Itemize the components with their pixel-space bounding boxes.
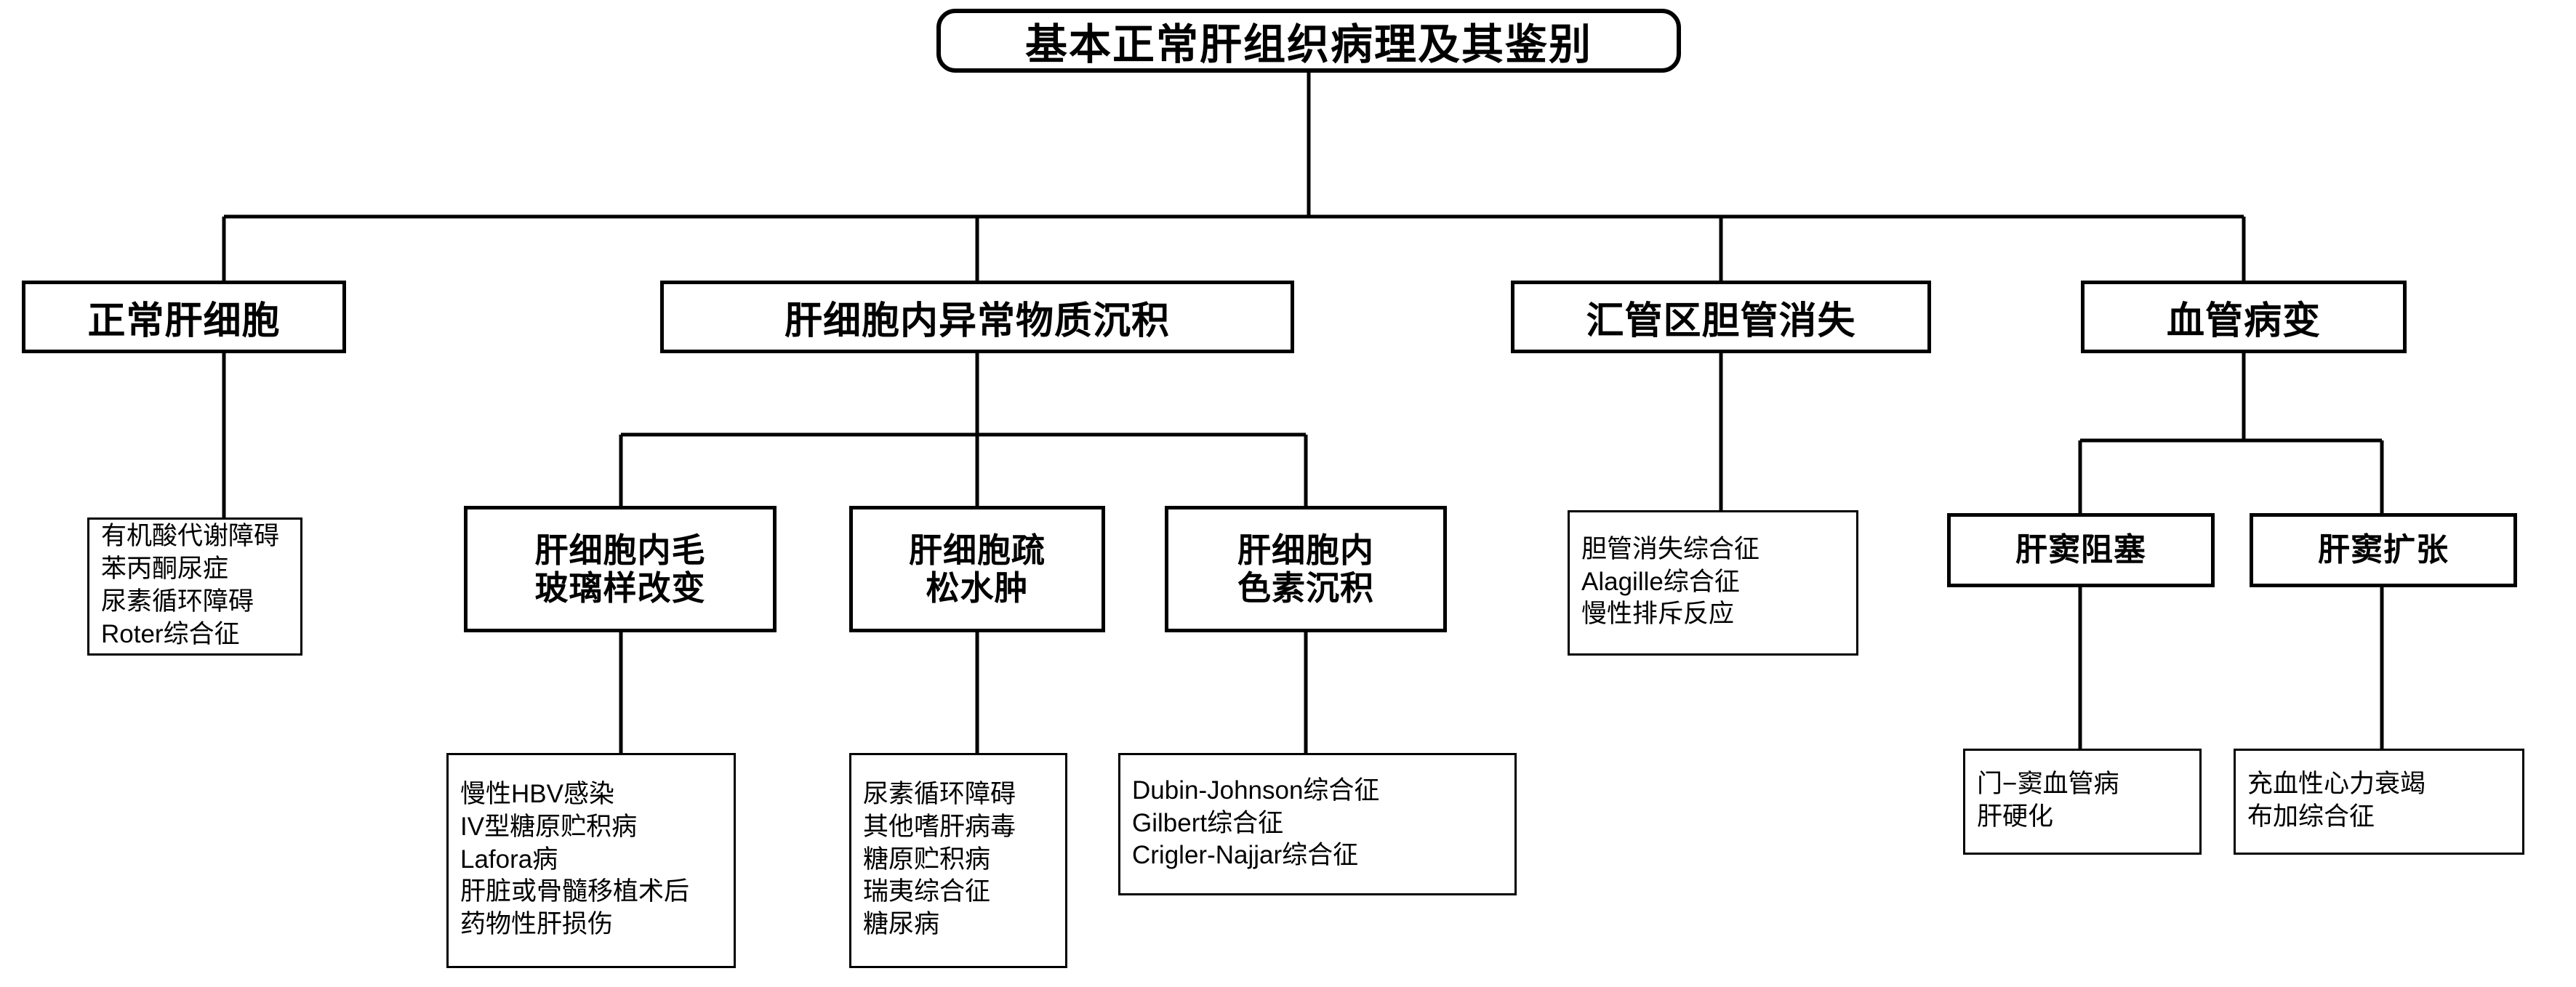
subnode-ground-glass-change-label: 肝细胞内毛 玻璃样改变: [534, 531, 706, 607]
list-item: Lafora病: [460, 845, 558, 874]
leaf-list-bile-duct-loss[interactable]: 胆管消失综合征 Alagille综合征 慢性排斥反应: [1568, 510, 1858, 656]
list-item: 慢性HBV感染: [460, 780, 614, 808]
list-item: 慢性排斥反应: [1581, 600, 1735, 629]
leaf-list-sinusoidal-obstruction[interactable]: 门−窦血管病 肝硬化: [1963, 749, 2202, 855]
branch-node-bile-duct-loss-label: 汇管区胆管消失: [1586, 299, 1856, 342]
list-item: IV型糖原贮积病: [460, 812, 638, 841]
list-item: Roter综合征: [101, 619, 240, 648]
list-item: 胆管消失综合征: [1581, 534, 1760, 563]
leaf-list-hepatocyte-edema[interactable]: 尿素循环障碍 其他嗜肝病毒 糖原贮积病 瑞夷综合征 糖尿病: [849, 753, 1067, 968]
branch-node-normal-hepatocyte[interactable]: 正常肝细胞: [22, 281, 346, 353]
branch-node-vascular-lesion-label: 血管病变: [2166, 299, 2321, 342]
subnode-sinusoidal-obstruction-label: 肝窦阻塞: [2015, 531, 2146, 568]
list-item: Gilbert综合征: [1132, 808, 1284, 837]
list-item: 药物性肝损伤: [460, 910, 614, 939]
list-item: 糖尿病: [863, 910, 940, 939]
subnode-pigment-deposition[interactable]: 肝细胞内 色素沉积: [1165, 506, 1447, 632]
list-item: 其他嗜肝病毒: [863, 812, 1016, 841]
list-item: 尿素循环障碍: [101, 587, 254, 616]
root-node-label: 基本正常肝组织病理及其鉴别: [1024, 21, 1592, 68]
subnode-sinusoidal-dilatation-label: 肝窦扩张: [2318, 531, 2449, 568]
branch-node-abnormal-deposition-label: 肝细胞内异常物质沉积: [784, 299, 1170, 342]
leaf-list-pigment-deposition[interactable]: Dubin-Johnson综合征 Gilbert综合征 Crigler-Najj…: [1118, 753, 1517, 895]
branch-node-abnormal-deposition[interactable]: 肝细胞内异常物质沉积: [660, 281, 1294, 353]
subnode-sinusoidal-obstruction[interactable]: 肝窦阻塞: [1947, 513, 2215, 587]
list-item: 糖原贮积病: [863, 845, 991, 874]
subnode-pigment-deposition-label: 肝细胞内 色素沉积: [1237, 531, 1374, 607]
list-item: 布加综合征: [2247, 802, 2375, 831]
branch-node-normal-hepatocyte-label: 正常肝细胞: [87, 299, 281, 342]
subnode-ground-glass-change[interactable]: 肝细胞内毛 玻璃样改变: [464, 506, 777, 632]
subnode-hepatocyte-edema-label: 肝细胞疏 松水肿: [909, 531, 1046, 607]
list-item: 尿素循环障碍: [863, 780, 1016, 808]
list-item: Crigler-Najjar综合征: [1132, 841, 1359, 870]
list-item: 有机酸代谢障碍: [101, 522, 280, 551]
list-item: 瑞夷综合征: [863, 877, 991, 906]
list-item: 苯丙酮尿症: [101, 555, 229, 584]
list-item: 肝脏或骨髓移植术后: [460, 877, 690, 906]
list-item: Dubin-Johnson综合征: [1132, 776, 1380, 805]
list-item: 门−窦血管病: [1977, 770, 2119, 799]
subnode-sinusoidal-dilatation[interactable]: 肝窦扩张: [2250, 513, 2517, 587]
leaf-list-normal-hepatocyte[interactable]: 有机酸代谢障碍 苯丙酮尿症 尿素循环障碍 Roter综合征: [87, 517, 302, 656]
leaf-list-ground-glass[interactable]: 慢性HBV感染 IV型糖原贮积病 Lafora病 肝脏或骨髓移植术后 药物性肝损…: [446, 753, 736, 968]
branch-node-bile-duct-loss[interactable]: 汇管区胆管消失: [1511, 281, 1931, 353]
list-item: Alagille综合征: [1581, 567, 1740, 596]
leaf-list-sinusoidal-dilatation[interactable]: 充血性心力衰竭 布加综合征: [2234, 749, 2524, 855]
root-node[interactable]: 基本正常肝组织病理及其鉴别: [936, 9, 1681, 73]
subnode-hepatocyte-edema[interactable]: 肝细胞疏 松水肿: [849, 506, 1105, 632]
branch-node-vascular-lesion[interactable]: 血管病变: [2081, 281, 2407, 353]
list-item: 充血性心力衰竭: [2247, 770, 2426, 799]
list-item: 肝硬化: [1977, 802, 2054, 831]
